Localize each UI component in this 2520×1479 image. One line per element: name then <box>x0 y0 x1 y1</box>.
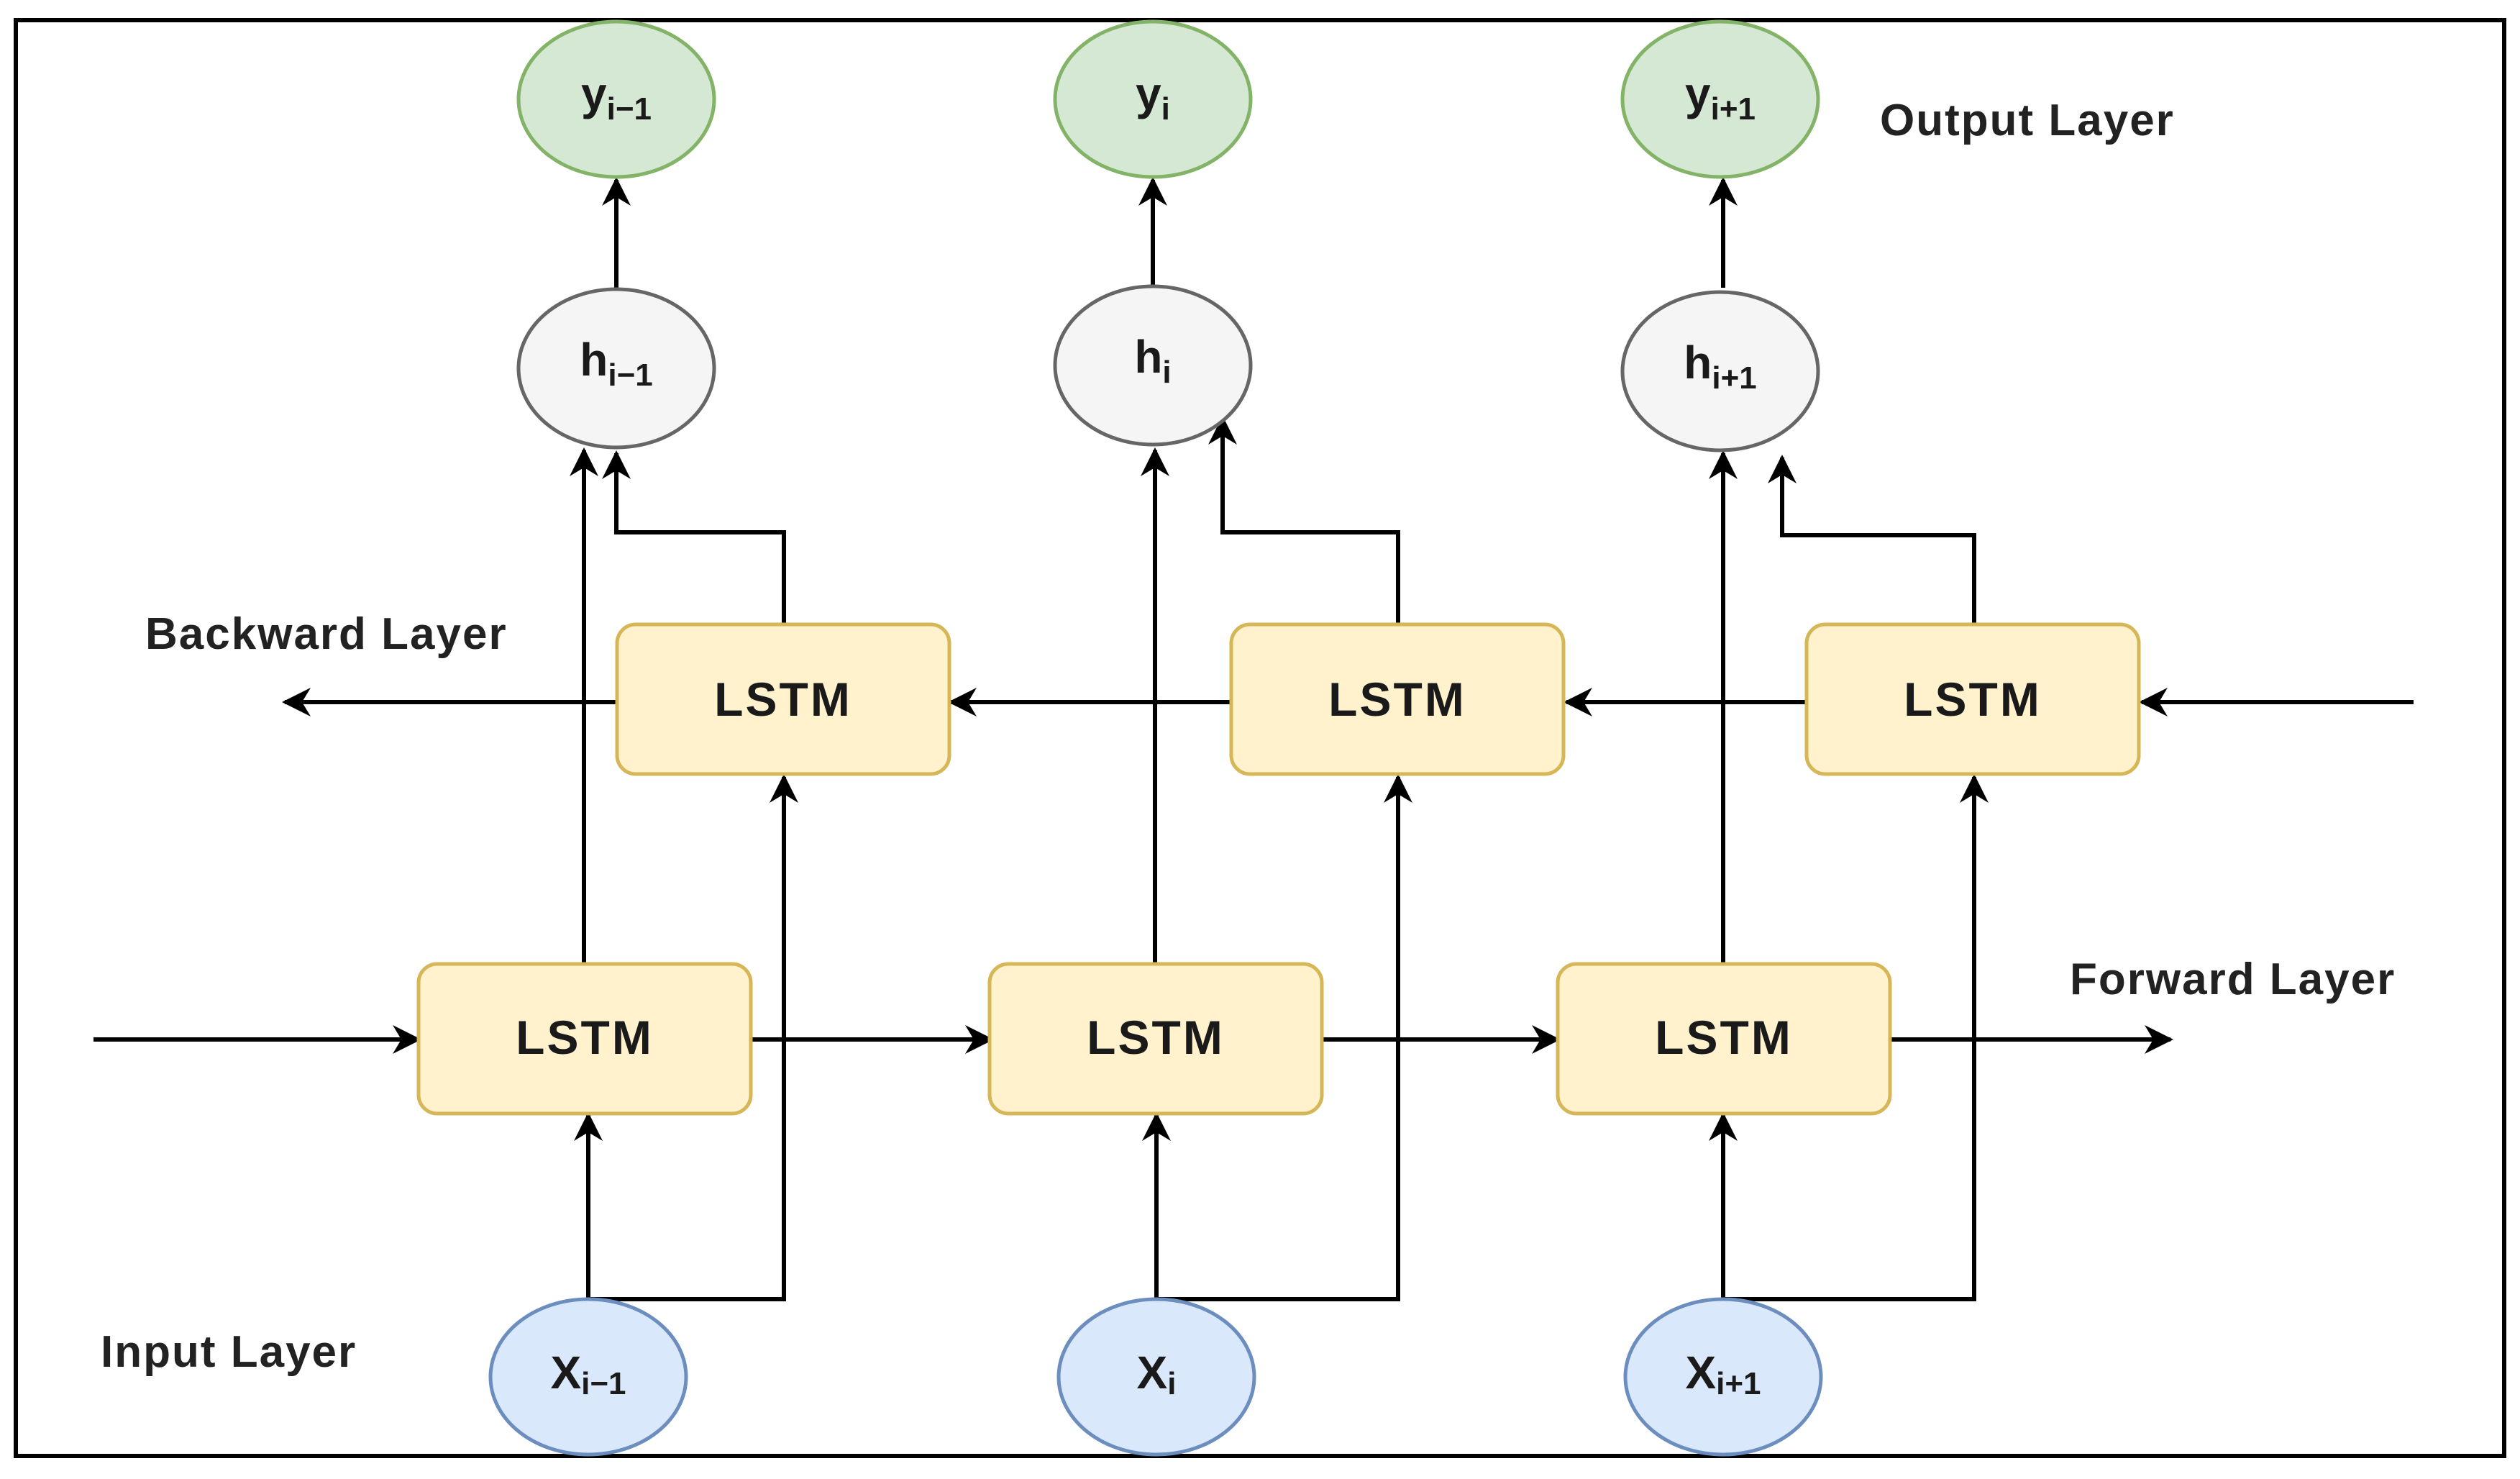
arrow-x-to-backward-2 <box>1156 774 1412 1301</box>
output-node-2-base: y <box>1136 68 1161 119</box>
forward-lstm-label-3: LSTM <box>1655 1011 1793 1064</box>
arrow-x-to-backward-3 <box>1723 774 1989 1301</box>
svg-text:Xi+1: Xi+1 <box>1685 1347 1761 1401</box>
output-layer: yi−1 yi yi+1 <box>516 19 1820 179</box>
svg-text:yi: yi <box>1136 68 1170 127</box>
forward-lstm-cell-3: LSTM <box>1556 962 1892 1116</box>
output-layer-label: Output Layer <box>1880 96 2175 145</box>
output-node-3-sub: i+1 <box>1711 91 1756 127</box>
backward-lstm-cell-3: LSTM <box>1804 622 2141 776</box>
svg-text:hi+1: hi+1 <box>1684 337 1756 396</box>
input-node-2-base: X <box>1137 1347 1168 1398</box>
input-node-3-base: X <box>1685 1347 1716 1398</box>
hidden-node-1: hi−1 <box>516 287 716 450</box>
hidden-layer: hi−1 hi hi+1 <box>516 284 1820 452</box>
arrow-backward-to-h-3 <box>1768 455 1976 624</box>
hidden-node-3-sub: i+1 <box>1712 360 1756 396</box>
svg-text:hi: hi <box>1134 331 1171 390</box>
forward-layer: LSTM LSTM LSTM <box>416 962 1892 1116</box>
arrow-x-to-backward-1 <box>588 774 798 1301</box>
output-node-2-sub: i <box>1161 91 1170 127</box>
hidden-node-2-base: h <box>1134 331 1162 383</box>
svg-text:yi−1: yi−1 <box>581 68 652 127</box>
forward-lstm-label-2: LSTM <box>1087 1011 1225 1064</box>
backward-lstm-cell-2: LSTM <box>1229 622 1566 776</box>
input-layer-label: Input Layer <box>101 1327 357 1377</box>
backward-layer: LSTM LSTM LSTM <box>615 622 2141 776</box>
input-node-1-base: X <box>550 1347 581 1398</box>
svg-text:hi−1: hi−1 <box>580 334 652 393</box>
input-node-3-sub: i+1 <box>1716 1366 1761 1401</box>
backward-lstm-label-1: LSTM <box>714 673 852 726</box>
hidden-node-2: hi <box>1053 284 1253 447</box>
output-node-1-sub: i−1 <box>607 91 652 127</box>
input-node-1-sub: i−1 <box>581 1366 626 1401</box>
input-node-2: Xi <box>1056 1297 1256 1457</box>
arrow-backward-to-h-2 <box>1208 416 1400 624</box>
output-node-1-base: y <box>581 68 607 119</box>
input-node-3: Xi+1 <box>1623 1297 1823 1457</box>
backward-lstm-label-3: LSTM <box>1904 673 2042 726</box>
hidden-node-1-base: h <box>580 334 608 386</box>
output-node-1: yi−1 <box>516 19 716 179</box>
svg-text:Xi−1: Xi−1 <box>550 1347 626 1401</box>
input-node-1: Xi−1 <box>488 1297 688 1457</box>
forward-layer-label: Forward Layer <box>2070 955 2396 1004</box>
arrow-backward-to-h-1 <box>602 450 786 624</box>
input-node-2-sub: i <box>1167 1366 1176 1401</box>
output-node-3: yi+1 <box>1620 19 1820 179</box>
output-node-3-base: y <box>1685 68 1711 119</box>
forward-lstm-cell-2: LSTM <box>987 962 1324 1116</box>
backward-layer-label: Backward Layer <box>145 609 508 659</box>
svg-text:Xi: Xi <box>1137 1347 1177 1401</box>
hidden-node-3-base: h <box>1684 337 1712 388</box>
forward-lstm-cell-1: LSTM <box>416 962 753 1116</box>
hidden-node-3: hi+1 <box>1620 290 1820 452</box>
output-node-2: yi <box>1053 19 1253 179</box>
svg-text:yi+1: yi+1 <box>1685 68 1756 127</box>
connectors <box>93 177 2414 1301</box>
hidden-node-2-sub: i <box>1162 355 1171 390</box>
hidden-node-1-sub: i−1 <box>608 358 652 393</box>
input-layer: Xi−1 Xi Xi+1 <box>488 1297 1823 1457</box>
backward-lstm-cell-1: LSTM <box>615 622 951 776</box>
forward-lstm-label-1: LSTM <box>516 1011 654 1064</box>
backward-lstm-label-2: LSTM <box>1328 673 1466 726</box>
